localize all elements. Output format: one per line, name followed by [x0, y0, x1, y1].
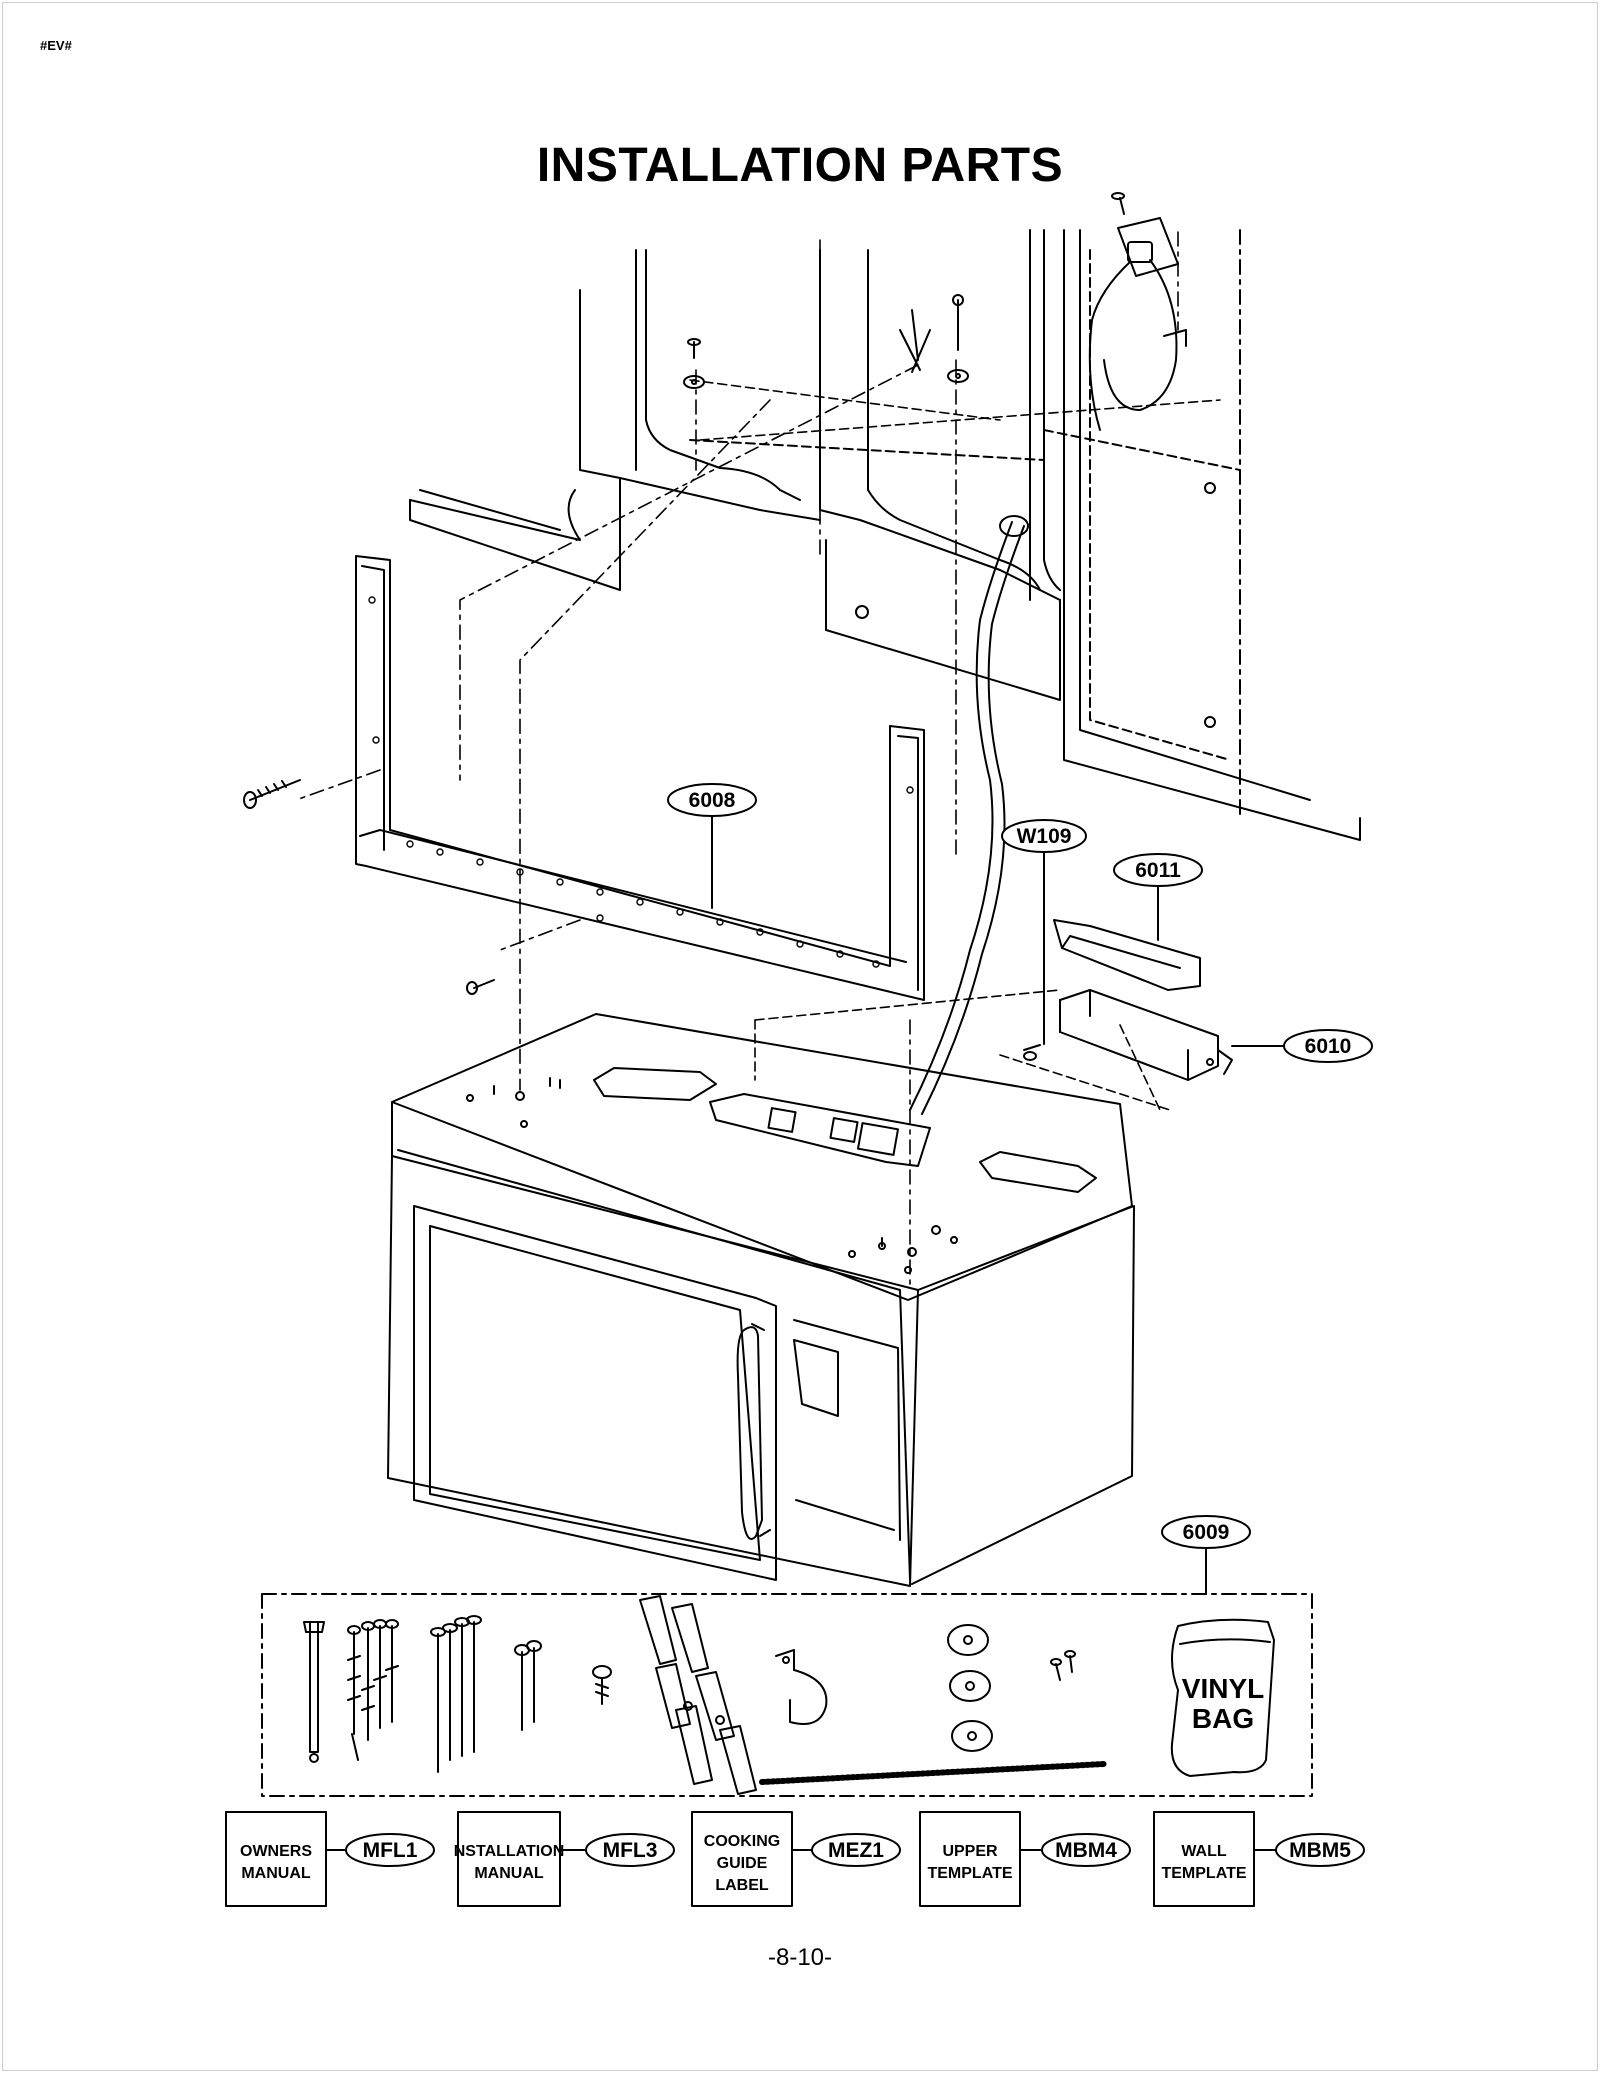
duct-cover [1053, 919, 1201, 991]
document-upper-template: UPPER TEMPLATE MBM4 [919, 1811, 1131, 1907]
screw-icon [514, 1640, 542, 1731]
svg-text:TEMPLATE: TEMPLATE [927, 1865, 1012, 1882]
plate-holes [368, 596, 914, 968]
svg-text:GUIDE: GUIDE [717, 1855, 768, 1872]
callout-W109-label: W109 [1017, 825, 1072, 848]
document-cooking-guide-label: COOKING GUIDE LABEL MEZ1 [691, 1811, 901, 1907]
svg-text:NSTALLATION: NSTALLATION [454, 1843, 565, 1860]
screw-icon [347, 1619, 399, 1761]
callout-6008-label: 6008 [689, 789, 736, 812]
toggle-bolt-icon [639, 1595, 757, 1795]
document-wall-template: WALL TEMPLATE MBM5 [1153, 1811, 1365, 1907]
vinyl-bag-label-line2: BAG [1192, 1703, 1254, 1734]
svg-text:MANUAL: MANUAL [474, 1865, 544, 1882]
upper-cabinets [409, 229, 1361, 841]
svg-text:MANUAL: MANUAL [241, 1865, 311, 1882]
svg-text:WALL: WALL [1181, 1843, 1227, 1860]
screw-icon [1050, 1650, 1076, 1681]
callout-6009-label: 6009 [1183, 1521, 1230, 1544]
callout-6008: 6008 [667, 783, 757, 909]
cord-bracket [1059, 989, 1233, 1081]
svg-text:LABEL: LABEL [715, 1877, 769, 1894]
page-title: INSTALLATION PARTS [536, 139, 1064, 192]
callout-W109: W109 [1001, 819, 1087, 1045]
callout-6010: 6010 [1231, 1029, 1373, 1063]
screw-icon [683, 338, 705, 389]
microwave-oven [387, 1013, 1135, 1587]
callout-6009: 6009 [1161, 1515, 1251, 1549]
document-installation-manual: NSTALLATION MANUAL MFL3 [454, 1811, 675, 1907]
parts-kit [261, 1547, 1313, 1797]
toggle-bolt-icon [899, 294, 969, 383]
callout-6011: 6011 [1113, 853, 1203, 941]
svg-text:MFL3: MFL3 [603, 1839, 658, 1862]
callout-6010-label: 6010 [1305, 1035, 1352, 1058]
svg-text:TEMPLATE: TEMPLATE [1161, 1865, 1246, 1882]
washer-icon [947, 1624, 993, 1752]
cable-clamp-icon [775, 1649, 828, 1725]
vinyl-bag-label-line1: VINYL [1182, 1673, 1264, 1704]
screw-icon [466, 979, 495, 995]
power-cord [909, 515, 1041, 1115]
screw-icon [243, 779, 301, 809]
screw-icon [430, 1615, 482, 1773]
svg-text:OWNERS: OWNERS [240, 1843, 312, 1860]
svg-text:MEZ1: MEZ1 [828, 1839, 884, 1862]
assembly-lines [295, 231, 1221, 1291]
svg-text:MBM5: MBM5 [1289, 1839, 1351, 1862]
svg-text:MFL1: MFL1 [363, 1839, 418, 1862]
document-code: #EV# [40, 38, 72, 53]
toggle-bolt-icon [303, 1621, 325, 1763]
power-plug-icon [1088, 192, 1187, 431]
spring-icon [759, 1761, 1107, 1785]
callout-6011-label: 6011 [1135, 859, 1181, 882]
screw-icon [592, 1665, 612, 1705]
page-number: -8-10- [767, 1944, 833, 1971]
mounting-plate [355, 555, 925, 1001]
document-owners-manual: OWNERS MANUAL MFL1 [225, 1811, 435, 1907]
svg-text:MBM4: MBM4 [1055, 1839, 1117, 1862]
vinyl-bag-icon [1170, 1618, 1275, 1777]
svg-text:COOKING: COOKING [704, 1833, 780, 1850]
svg-text:UPPER: UPPER [942, 1843, 998, 1860]
